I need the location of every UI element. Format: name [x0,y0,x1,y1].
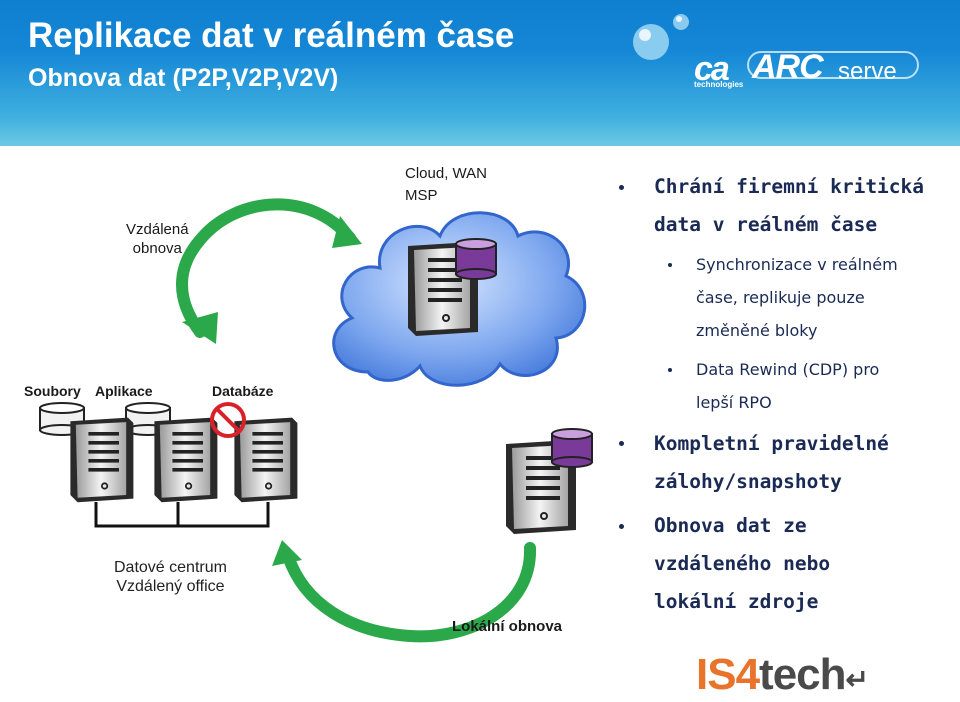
remote-recovery-label: Vzdálená obnova [126,221,189,257]
header-banner: Replikace dat v reálném čase Obnova dat … [0,0,960,146]
ca-logo-sub: technologies [694,80,744,89]
bullet-dot [619,441,624,446]
prohibited-database-icon [210,402,246,438]
remote-recovery-arrow-icon [176,198,362,344]
page-subtitle: Obnova dat (P2P,V2P,V2V) [28,64,339,92]
local-recovery-label: Lokální obnova [452,618,563,635]
bullet-dot [619,524,624,529]
water-drops-icon [633,14,919,79]
file-server-icon [69,416,135,504]
bullet-dot [668,263,672,267]
apps-label: Aplikace [95,383,153,399]
return-arrow-icon: ↵ [845,664,869,695]
cloud-label: Cloud, WAN MSP [405,165,487,204]
local-recovery-arrow-icon [272,540,537,643]
ca-logo: ca [694,50,730,88]
page-title: Replikace dat v reálném čase [28,16,515,55]
bullet-dot [619,185,624,190]
database-label: Databáze [212,383,274,399]
db-server-icon [233,416,299,504]
bullet-dot [668,368,672,372]
network-connector [94,502,270,528]
datacenter-label: Datové centrum Vzdálený office [114,559,227,595]
local-database-icon [551,428,593,468]
app-server-icon [153,416,219,504]
arc-logo: ARC [752,48,824,86]
is4tech-logo: IS4tech↵ [696,650,869,699]
cloud-database-icon [455,238,497,280]
files-label: Soubory [24,383,81,399]
serve-logo: serve [838,58,897,85]
